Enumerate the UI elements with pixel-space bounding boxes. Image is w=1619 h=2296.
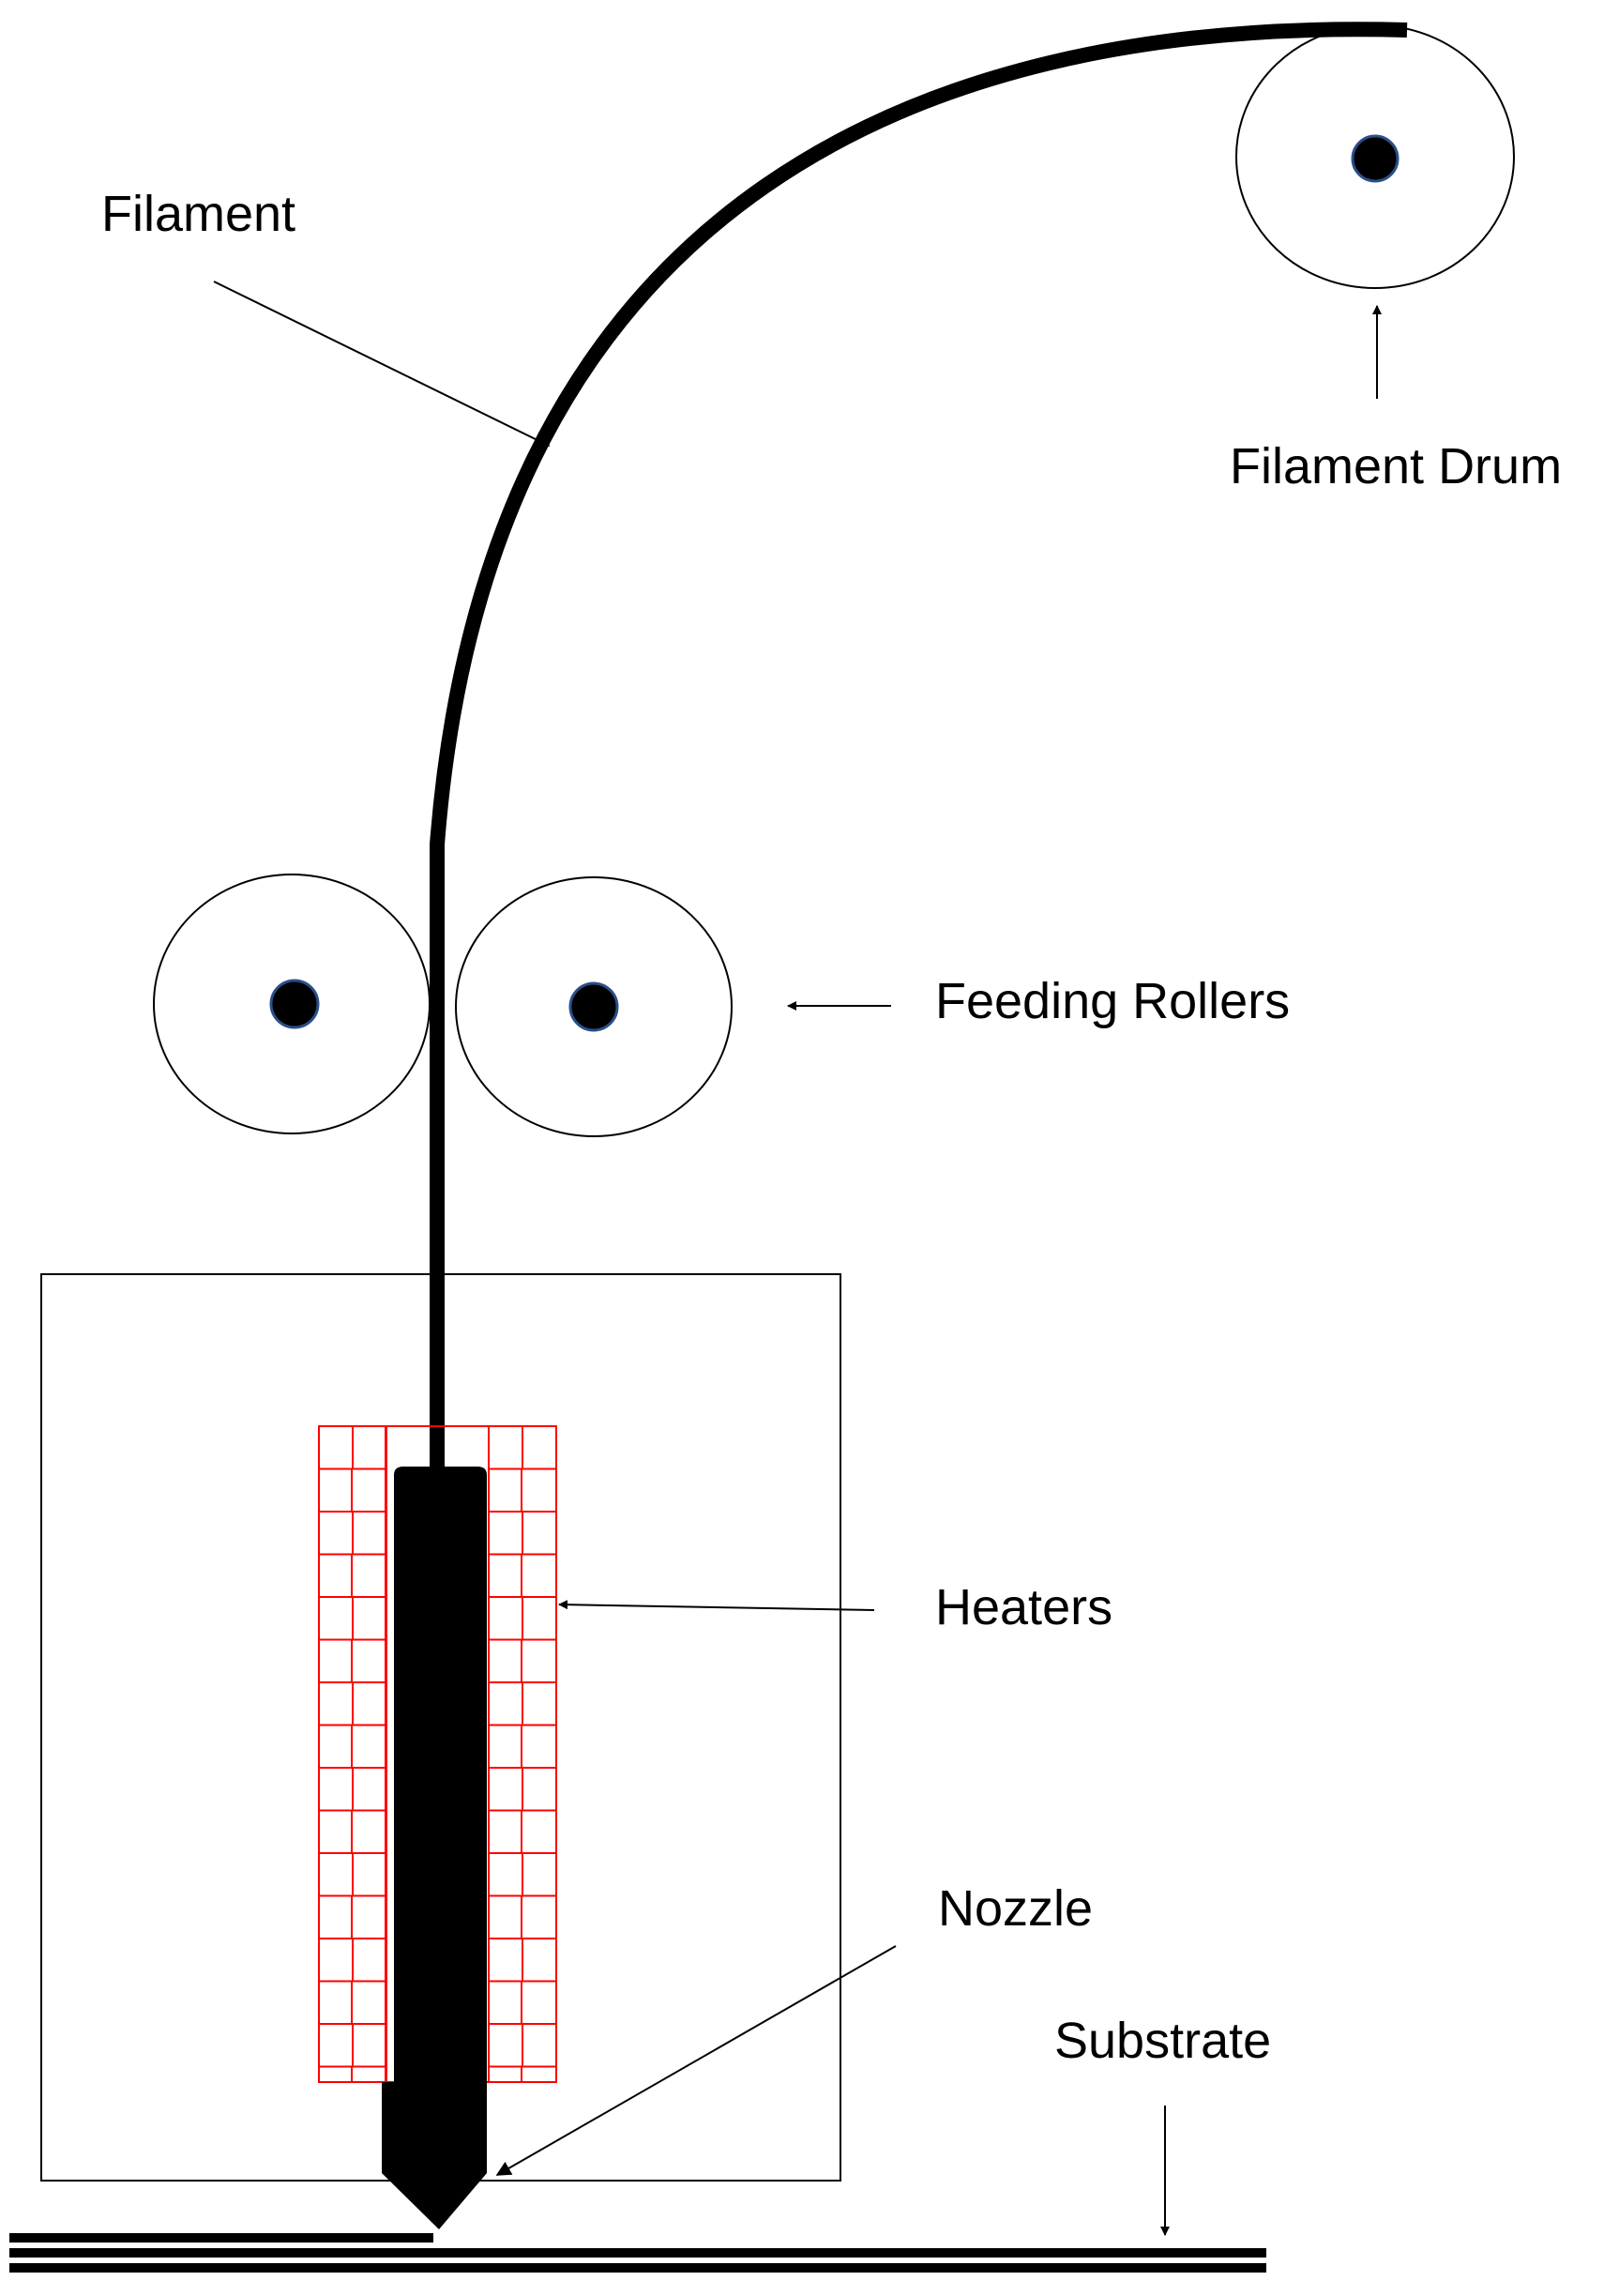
heaters-arrow: [558, 1600, 875, 1611]
heater-left: [318, 1425, 387, 2083]
feeding-rollers: [153, 874, 733, 1137]
filament-arrow: [213, 281, 551, 447]
label-filament: Filament: [101, 186, 295, 242]
substrate-plate-top: [9, 2248, 1266, 2258]
feeding-roller-right-axle: [568, 981, 619, 1032]
filament-drum-axle: [1351, 134, 1400, 183]
substrate-plate-bottom: [9, 2263, 1266, 2273]
label-nozzle: Nozzle: [938, 1880, 1093, 1937]
filament-strand: [430, 22, 1408, 1478]
substrate: [9, 2233, 1266, 2273]
heater-right: [488, 1425, 557, 2083]
filament-drum: [1235, 24, 1515, 289]
feeding-roller-left-axle: [269, 979, 320, 1029]
label-heaters: Heaters: [935, 1579, 1112, 1635]
label-feeding-rollers: Feeding Rollers: [935, 973, 1290, 1029]
substrate-deposited-layer: [9, 2233, 433, 2243]
nozzle: [382, 1467, 487, 2229]
label-substrate: Substrate: [1054, 2013, 1271, 2069]
label-filament-drum: Filament Drum: [1230, 438, 1562, 494]
heaters: [318, 1425, 557, 2083]
nozzle-arrow: [495, 1945, 897, 2176]
